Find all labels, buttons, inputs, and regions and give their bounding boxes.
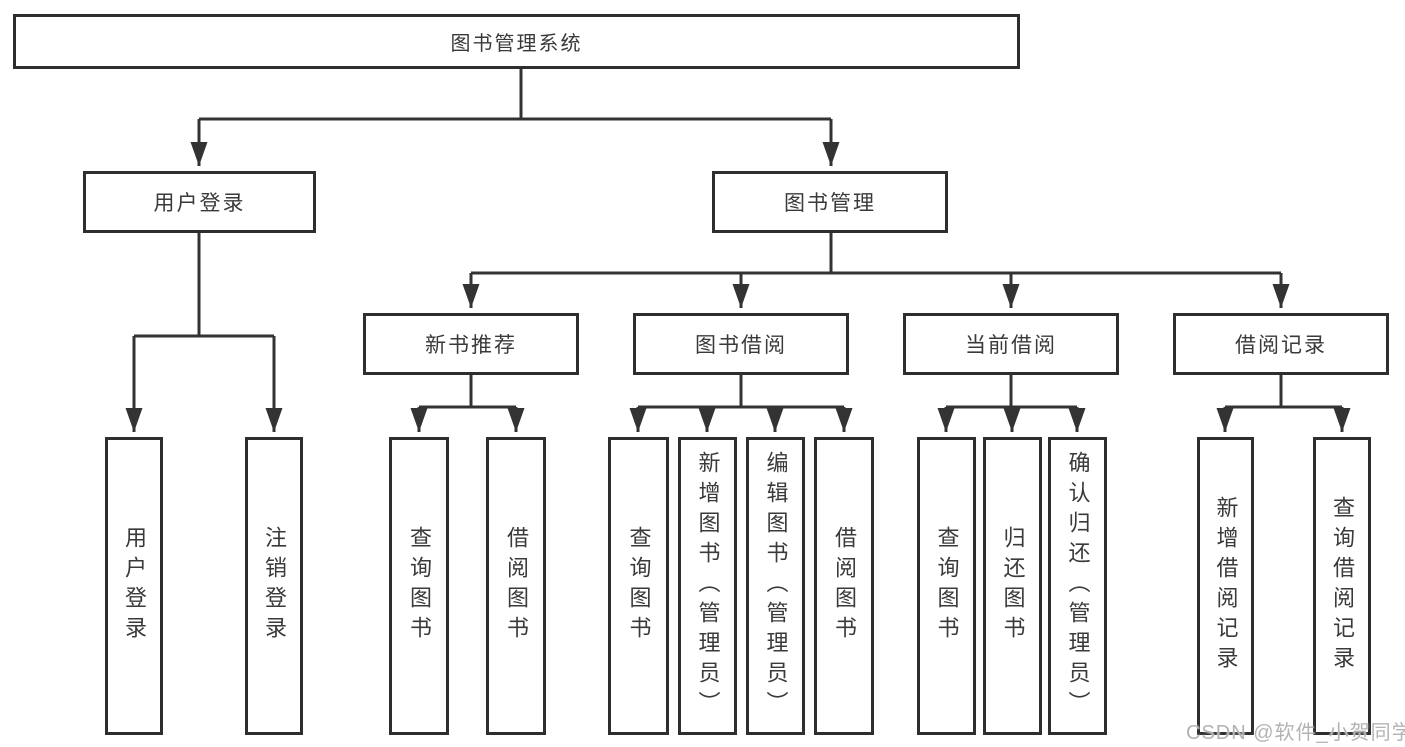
leaf-borrow-books-borrow: 借阅图书 bbox=[814, 437, 874, 735]
node-label: 新书推荐 bbox=[425, 334, 517, 357]
leaf-add-borrow-record: 新增借阅记录 bbox=[1197, 437, 1254, 735]
watermark: CSDN @软件_小贺同学 bbox=[1186, 722, 1405, 744]
node-label: 当前借阅 bbox=[965, 334, 1057, 357]
leaf-user-login: 用户登录 bbox=[105, 437, 163, 735]
node-label: 新增图书（管理员） bbox=[695, 451, 721, 721]
node-library-system: 图书管理系统 bbox=[13, 14, 1020, 69]
node-label: 查询借阅记录 bbox=[1330, 496, 1355, 676]
node-label: 查询图书 bbox=[934, 526, 960, 646]
node-label: 用户登录 bbox=[153, 192, 246, 215]
node-label: 查询图书 bbox=[626, 526, 652, 646]
node-borrow-records: 借阅记录 bbox=[1173, 313, 1389, 375]
leaf-confirm-return-admin: 确认归还（管理员） bbox=[1048, 437, 1107, 735]
leaf-return-book: 归还图书 bbox=[983, 437, 1042, 735]
node-book-management: 图书管理 bbox=[712, 171, 948, 233]
node-label: 查询图书 bbox=[407, 526, 432, 646]
leaf-logout: 注销登录 bbox=[245, 437, 303, 735]
leaf-query-books-newbook: 查询图书 bbox=[389, 437, 449, 735]
node-label: 图书管理 bbox=[784, 192, 876, 215]
node-label: 借阅图书 bbox=[832, 526, 857, 646]
node-label: 确认归还（管理员） bbox=[1065, 451, 1091, 721]
node-label: 借阅记录 bbox=[1235, 334, 1327, 357]
node-current-borrow: 当前借阅 bbox=[903, 313, 1119, 375]
node-label: 借阅图书 bbox=[504, 526, 529, 646]
node-label: 图书管理系统 bbox=[450, 33, 583, 55]
connector-path bbox=[134, 69, 1342, 409]
node-new-book-recommend: 新书推荐 bbox=[363, 313, 579, 375]
node-label: 归还图书 bbox=[1000, 526, 1026, 646]
node-user-login: 用户登录 bbox=[83, 171, 316, 233]
node-label: 用户登录 bbox=[122, 526, 147, 646]
leaf-query-books-current: 查询图书 bbox=[917, 437, 976, 735]
node-label: 新增借阅记录 bbox=[1213, 496, 1239, 676]
node-label: 图书借阅 bbox=[695, 334, 787, 357]
node-label: 注销登录 bbox=[262, 526, 287, 646]
leaf-query-books-borrow: 查询图书 bbox=[608, 437, 669, 735]
leaf-edit-book-admin: 编辑图书（管理员） bbox=[746, 437, 805, 735]
leaf-query-borrow-record: 查询借阅记录 bbox=[1313, 437, 1371, 735]
leaf-add-book-admin: 新增图书（管理员） bbox=[678, 437, 737, 735]
node-label: 编辑图书（管理员） bbox=[763, 451, 789, 721]
node-book-borrow: 图书借阅 bbox=[633, 313, 849, 375]
leaf-borrow-books-newbook: 借阅图书 bbox=[486, 437, 546, 735]
